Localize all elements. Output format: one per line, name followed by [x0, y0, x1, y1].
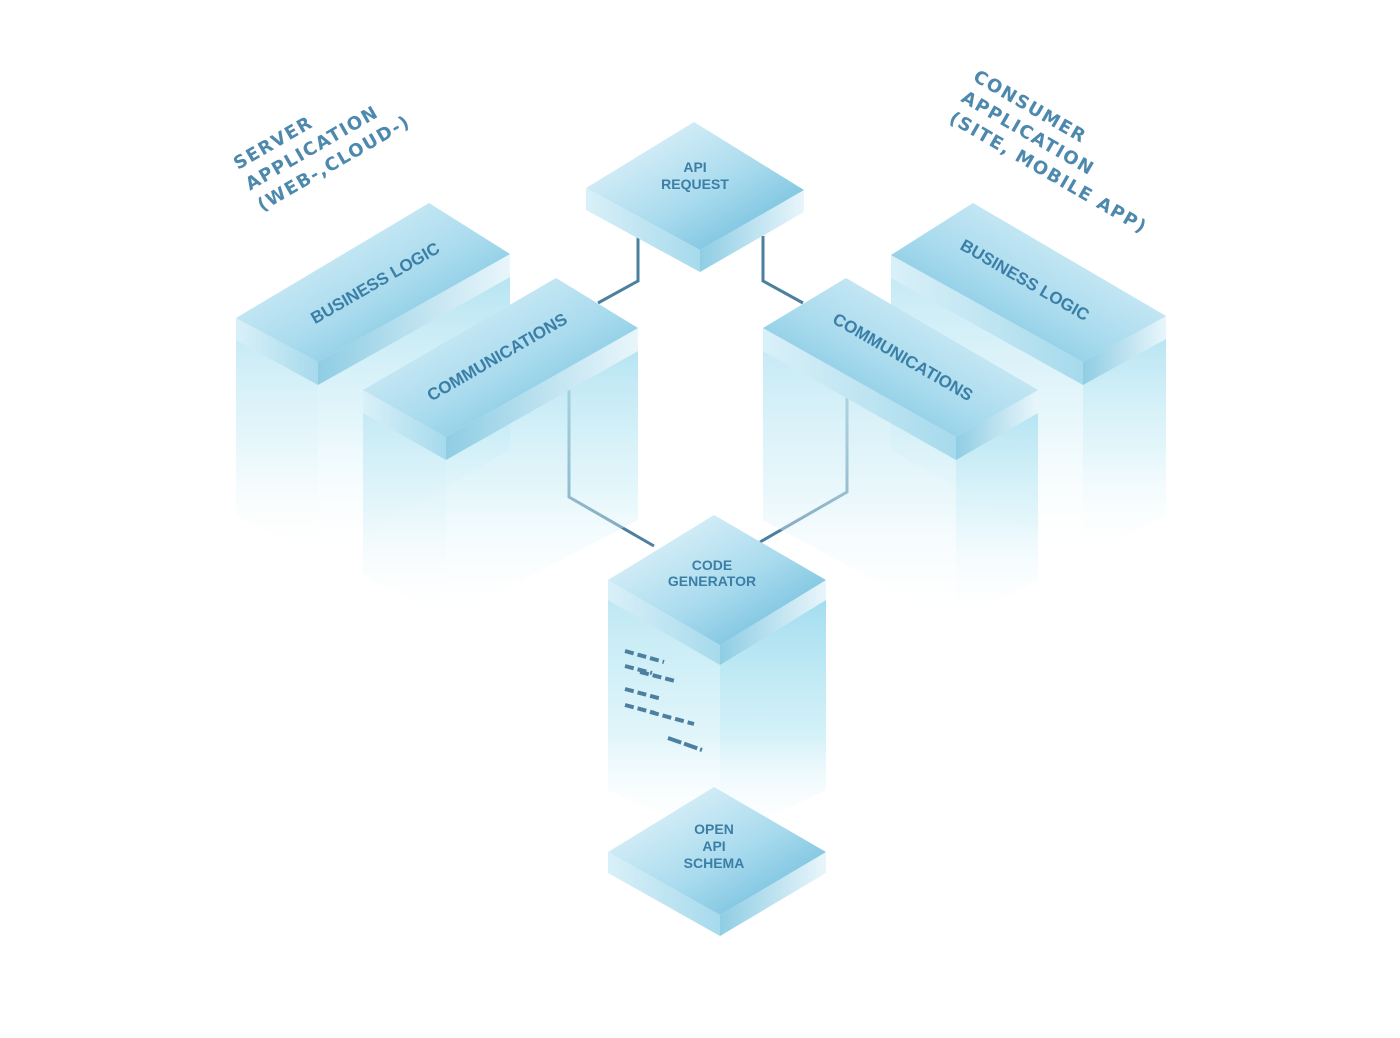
code-generator-label-line1: CODE [692, 557, 732, 573]
code-generator-label-line2: GENERATOR [668, 573, 756, 589]
open-api-schema-label-line3: SCHEMA [684, 855, 745, 871]
open-api-schema-label-line2: API [702, 838, 725, 854]
connector-api-to-server-communications [597, 236, 640, 305]
server-communications-block: COMMUNICATIONS [363, 278, 638, 620]
open-api-schema-label-line1: OPEN [694, 821, 734, 837]
api-request-label-line2: REQUEST [661, 176, 729, 192]
server-application-group-label: SERVER APPLICATION (WEB-,CLOUD-) [230, 102, 414, 216]
connector-api-to-consumer-communications [761, 236, 804, 305]
code-lines-icon [624, 649, 703, 752]
api-request-block: API REQUEST [586, 122, 804, 272]
code-generator-block: CODE GENERATOR [608, 515, 826, 840]
api-request-label-line1: API [683, 159, 706, 175]
open-api-schema-block: OPEN API SCHEMA [608, 787, 826, 936]
